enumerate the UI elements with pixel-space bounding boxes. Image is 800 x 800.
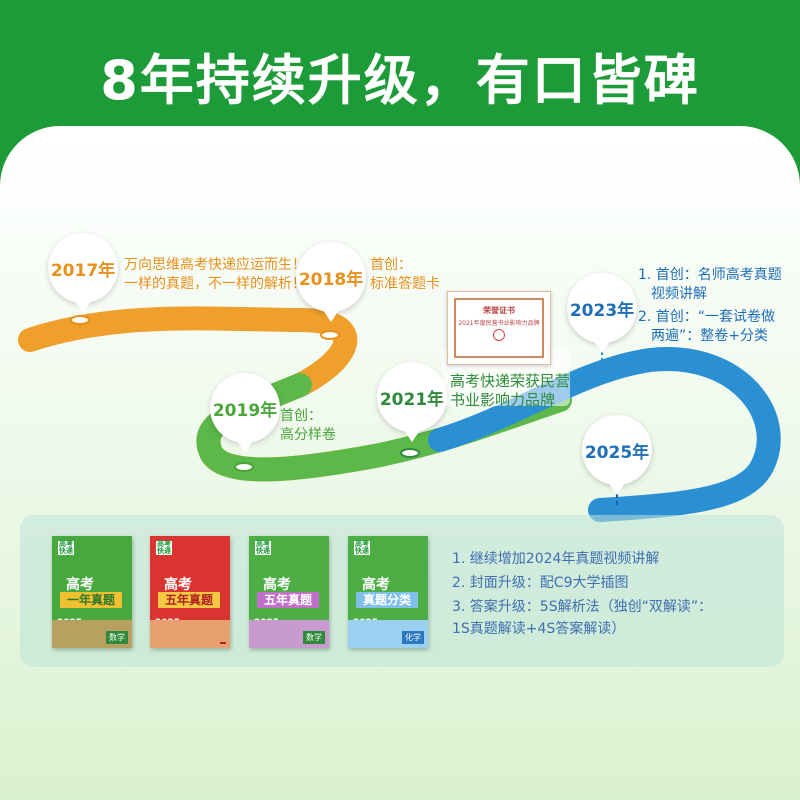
caption-2018: 首创： 标准答题卡 [370, 256, 440, 294]
certificate-frame: 荣誉证书 2021年度民营书业影响力品牌 [454, 298, 544, 358]
pin-2019: 2019年 [210, 373, 280, 453]
book-4-kao: 高考 [362, 577, 390, 593]
book-4-subject: 化学 [402, 631, 424, 644]
caption-2021: 高考快递荣获民营 书业影响力品牌 [450, 372, 570, 410]
pin-2023-label: 2023年 [569, 300, 635, 321]
book-3-logo: 高考快递 [255, 540, 271, 555]
header-band [0, 0, 800, 150]
book-3-kao: 高考 [263, 577, 291, 593]
certificate-image: 荣誉证书 2021年度民营书业影响力品牌 [447, 291, 551, 365]
book-1-band: 一年真题 [60, 592, 122, 608]
book-2-band: 五年真题 [158, 592, 220, 608]
pin-2018-label: 2018年 [298, 269, 364, 290]
book-cover-2: 高考快递 高考 五年真题 2025 [150, 536, 230, 648]
caption-2023: 1. 首创：名师高考真题 视频讲解 2. 首创：“一套试卷做 两遍”：整卷+分类 [638, 266, 782, 346]
caption-2021-line2: 书业影响力品牌 [450, 391, 556, 409]
pin-2017: 2017年 [48, 233, 118, 313]
marker-2019 [234, 462, 254, 472]
feature-3-cont: 1S真题解读+4S答案解读） [452, 621, 626, 637]
book-cover-3: 高考快递 高考 五年真题 2025 数学 [249, 536, 329, 648]
book-cover-1: 高考快递 高考 一年真题 2025 数学 [52, 536, 132, 648]
marker-2021 [400, 448, 420, 458]
pin-2023: 2023年 [567, 273, 637, 353]
marker-2018 [320, 330, 340, 340]
book-1-logo: 高考快递 [58, 540, 74, 555]
pin-2018: 2018年 [296, 242, 366, 322]
seal-icon [493, 329, 505, 341]
pin-2021: 2021年 [377, 362, 447, 442]
book-3-band: 五年真题 [257, 592, 319, 608]
book-4-band: 真题分类 [356, 592, 418, 608]
book-2-logo: 高考快递 [156, 540, 172, 555]
book-2-bottom [150, 620, 230, 648]
page-title: 8年持续升级，有口皆碑 [100, 49, 700, 112]
pin-2017-label: 2017年 [50, 260, 116, 281]
feature-1: 1. 继续增加2024年真题视频讲解 [452, 551, 660, 567]
book-1-kao: 高考 [66, 577, 94, 593]
caption-2023-line4: 两遍”：整卷+分类 [651, 328, 768, 344]
caption-2018-line1: 首创： [370, 257, 412, 273]
book-cover-4: 高考快递 高考 真题分类 2025 化学 [348, 536, 428, 648]
caption-2017-line2: 一样的真题，不一样的解析！ [124, 276, 306, 292]
content-panel [0, 126, 800, 800]
pin-2019-label: 2019年 [212, 400, 278, 421]
book-2-subject [220, 642, 226, 644]
certificate-title: 荣誉证书 [483, 306, 515, 315]
book-2-kao: 高考 [164, 577, 192, 593]
book-1-subject: 数学 [106, 631, 128, 644]
caption-2017-line1: 万向思维高考快递应运而生！ [124, 257, 306, 273]
caption-2019-line2: 高分样卷 [280, 427, 336, 443]
book-4-logo: 高考快递 [354, 540, 370, 555]
caption-2023-line1: 1. 首创：名师高考真题 [638, 267, 782, 283]
certificate-body: 2021年度民营书业影响力品牌 [458, 320, 540, 327]
caption-2021-line1: 高考快递荣获民营 [450, 372, 571, 390]
pin-2025-label: 2025年 [584, 442, 650, 463]
pin-2021-label: 2021年 [379, 389, 445, 410]
caption-2023-line2: 视频讲解 [651, 286, 707, 302]
feature-3: 3. 答案升级：5S解析法（独创“双解读”： [452, 599, 713, 615]
caption-2018-line2: 标准答题卡 [370, 276, 440, 292]
caption-2023-line3: 2. 首创：“一套试卷做 [638, 309, 776, 325]
book-3-subject: 数学 [303, 631, 325, 644]
caption-2019-line1: 首创： [280, 408, 322, 424]
caption-2019: 首创： 高分样卷 [280, 407, 336, 445]
marker-2017 [70, 315, 90, 325]
caption-2017: 万向思维高考快递应运而生！ 一样的真题，不一样的解析！ [124, 256, 306, 294]
pin-2025: 2025年 [582, 415, 652, 495]
feature-2: 2. 封面升级：配C9大学插图 [452, 575, 629, 591]
